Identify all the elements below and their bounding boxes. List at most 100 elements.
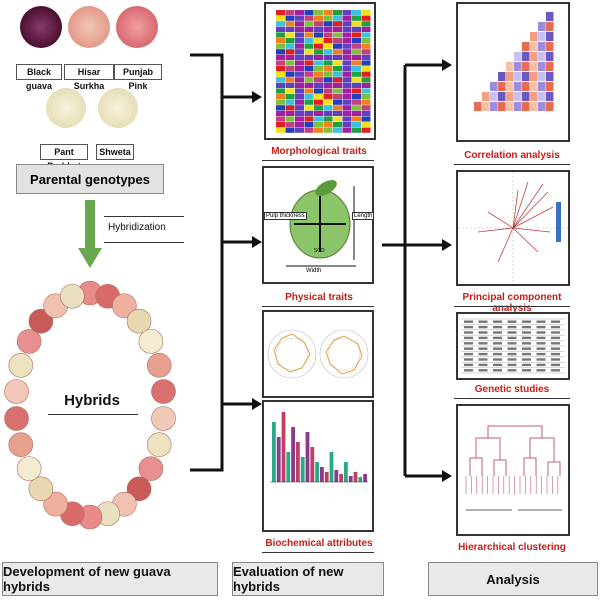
- hybrid-fruit: [28, 476, 54, 502]
- heatmap-cell: [323, 71, 333, 77]
- corr-cell: [474, 102, 482, 111]
- heatmap-cell: [352, 26, 361, 32]
- heatmap-cell: [314, 77, 323, 83]
- heatmap-cell: [361, 54, 371, 60]
- heatmap-cell: [333, 10, 342, 16]
- pca-vector: [512, 206, 554, 229]
- heatmap-cell: [304, 32, 314, 38]
- heatmap-cell: [295, 60, 304, 66]
- heatmap-cell: [342, 38, 352, 44]
- heatmap-cell: [276, 82, 285, 88]
- heatmap-cell: [285, 15, 295, 21]
- heatmap-cell: [333, 122, 342, 128]
- hybrids-rule: [48, 414, 138, 415]
- heatmap-cell: [314, 26, 323, 32]
- corr-cell: [538, 62, 546, 71]
- heatmap-cell: [276, 32, 285, 38]
- heatmap-cell: [304, 21, 314, 27]
- corr-cell: [514, 72, 522, 81]
- heatmap-cell: [295, 82, 304, 88]
- heatmap-cell: [314, 15, 323, 21]
- heatmap-cell: [342, 122, 352, 128]
- heatmap-cell: [276, 94, 285, 100]
- heatmap-cell: [304, 88, 314, 94]
- heatmap-cell: [295, 94, 304, 100]
- heatmap-cell: [333, 110, 342, 116]
- heatmap-cell: [295, 99, 304, 105]
- corr-cell: [546, 102, 554, 111]
- heatmap-cell: [342, 105, 352, 111]
- heatmap-cell: [342, 110, 352, 116]
- corr-cell: [506, 82, 514, 91]
- corr-cell: [538, 42, 546, 51]
- heatmap-cell: [304, 15, 314, 21]
- biochemical-label: Biochemical attributes: [265, 538, 373, 549]
- corr-cell: [514, 102, 522, 111]
- parents-title: Parental genotypes: [16, 164, 164, 194]
- fruit-pant-prabhat: [46, 88, 86, 128]
- heatmap-cell: [295, 54, 304, 60]
- heatmap-cell: [304, 10, 314, 16]
- heatmap-cell: [323, 26, 333, 32]
- heatmap-cell: [276, 88, 285, 94]
- heatmap-cell: [276, 127, 285, 133]
- bio-bar: [353, 472, 358, 482]
- heatmap-cell: [314, 71, 323, 77]
- heatmap-cell: [361, 122, 371, 128]
- corr-cell: [530, 92, 538, 101]
- bio-bar: [286, 452, 291, 482]
- corr-cell: [546, 62, 554, 71]
- bio-bar: [363, 474, 367, 482]
- heatmap-cell: [314, 10, 323, 16]
- corr-cell: [538, 92, 546, 101]
- heatmap-cell: [323, 60, 333, 66]
- heatmap-cell: [304, 54, 314, 60]
- heatmap-cell: [342, 60, 352, 66]
- corr-cell: [546, 92, 554, 101]
- heatmap-cell: [361, 88, 371, 94]
- hybrid-fruit: [4, 379, 29, 404]
- hierarchical-label: Hierarchical clustering: [458, 542, 566, 553]
- heatmap-cell: [342, 43, 352, 49]
- heatmap-cell: [314, 32, 323, 38]
- heatmap-cell: [304, 49, 314, 55]
- corr-cell: [482, 102, 490, 111]
- heatmap-cell: [295, 49, 304, 55]
- green-arrow: [78, 200, 102, 268]
- eval-box: Evaluation of new hybrids: [232, 562, 384, 596]
- heatmap-cell: [276, 71, 285, 77]
- scd-label: SCD: [314, 248, 325, 254]
- heatmap-cell: [333, 43, 342, 49]
- heatmap-cell: [342, 71, 352, 77]
- morphological-rule: [262, 160, 374, 161]
- heatmap-cell: [361, 49, 371, 55]
- heatmap-cell: [276, 60, 285, 66]
- hybrid-fruit: [151, 406, 176, 431]
- heatmap-cell: [323, 21, 333, 27]
- heatmap-cell: [276, 15, 285, 21]
- biochemical-bars: [270, 412, 368, 483]
- heatmap-cell: [295, 21, 304, 27]
- heatmap-cell: [295, 77, 304, 83]
- heatmap-cell: [352, 88, 361, 94]
- heatmap-cell: [323, 99, 333, 105]
- heatmap-cell: [361, 71, 371, 77]
- heatmap-cell: [361, 127, 371, 133]
- heatmap-cell: [333, 21, 342, 27]
- label-punjab-pink: Punjab Pink: [114, 64, 162, 91]
- corr-cell: [490, 92, 498, 101]
- heatmap-cell: [276, 43, 285, 49]
- heatmap-cell: [323, 105, 333, 111]
- heatmap-cell: [352, 32, 361, 38]
- heatmap-cell: [361, 26, 371, 32]
- heatmap-cell: [352, 66, 361, 72]
- heatmap-cell: [333, 116, 342, 122]
- heatmap-cell: [295, 15, 304, 21]
- heatmap-cell: [361, 105, 371, 111]
- heatmap-cell: [342, 88, 352, 94]
- bio-bar: [334, 470, 339, 482]
- heatmap-cell: [314, 99, 323, 105]
- heatmap-cell: [276, 77, 285, 83]
- heatmap-cell: [361, 77, 371, 83]
- heatmap-cell: [352, 77, 361, 83]
